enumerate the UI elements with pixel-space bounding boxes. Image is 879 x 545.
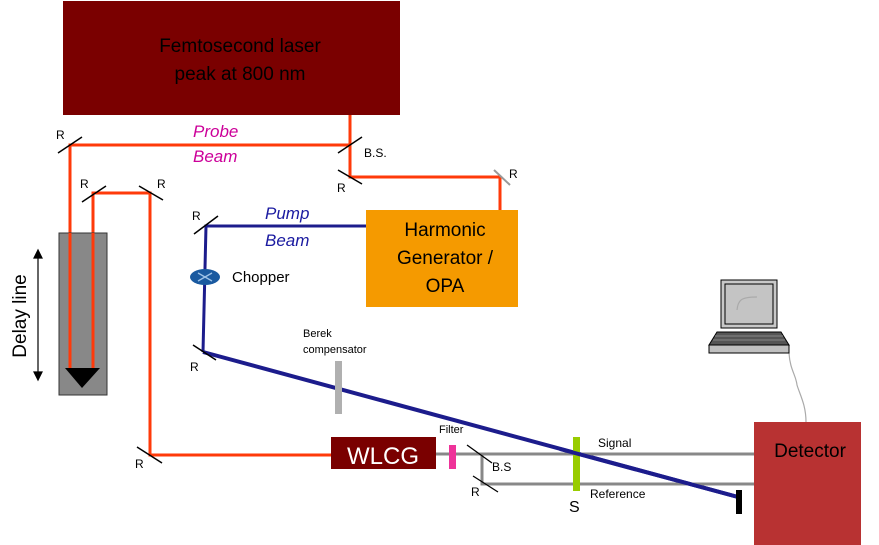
- white-light-probe-path: [436, 452, 755, 486]
- opa-label-line2: Generator /: [397, 248, 494, 269]
- pump-beam-label-line2: Beam: [265, 231, 309, 250]
- laser-label-line1: Femtosecond laser: [159, 36, 321, 57]
- beam-splitter-2: [466, 444, 493, 464]
- mirror-label: R: [135, 457, 144, 471]
- laser-label-line2: peak at 800 nm: [175, 64, 306, 85]
- mirror-label: R: [56, 128, 65, 142]
- mirror-label: R: [471, 485, 480, 499]
- mirror-label: R: [192, 209, 201, 223]
- chopper-label: Chopper: [232, 269, 290, 286]
- sample: [573, 437, 580, 491]
- mirror-opa: [493, 169, 511, 186]
- beam-splitter-1: [337, 136, 363, 154]
- pump-beam-label-line1: Pump: [265, 204, 309, 223]
- harmonic-generator-opa-box: [366, 210, 518, 307]
- filter-label: Filter: [439, 424, 464, 436]
- mirror-2: [337, 169, 363, 185]
- probe-beam-label-line2: Beam: [193, 147, 237, 166]
- wlcg-box: [331, 437, 436, 469]
- probe-beam-delay: [68, 233, 95, 370]
- mirror-5: [136, 446, 163, 464]
- signal-label: Signal: [598, 436, 631, 450]
- opa-label-line3: OPA: [426, 276, 465, 297]
- mirror-label: R: [80, 177, 89, 191]
- pump-beam-over-sample: [559, 447, 739, 499]
- laptop-computer-icon: [708, 279, 790, 354]
- berek-compensator: [335, 361, 342, 414]
- wlcg-label: WLCG: [347, 443, 419, 470]
- mirror-label: R: [509, 167, 518, 181]
- delay-line-label: Delay line: [10, 274, 31, 357]
- sample-label: S: [569, 499, 580, 516]
- berek-label-line1: Berek: [303, 328, 332, 340]
- retroreflector-icon: [65, 368, 100, 388]
- mirror-pump-2: [192, 344, 217, 361]
- mirror-6: [472, 475, 499, 493]
- chopper-icon: [190, 269, 220, 285]
- detector-box: [754, 422, 861, 545]
- beam-splitter-label: B.S.: [364, 146, 387, 160]
- filter: [449, 445, 456, 469]
- mirror-3: [81, 185, 107, 203]
- detector-label: Detector: [774, 441, 846, 462]
- mirror-1: [57, 136, 83, 154]
- mirror-4: [138, 185, 164, 201]
- beam-splitter-label: B.S: [492, 460, 511, 474]
- probe-beam-label-line1: Probe: [193, 122, 238, 141]
- mirror-label: R: [337, 181, 346, 195]
- femtosecond-laser-box: [63, 1, 400, 115]
- delay-arrow-icon: [33, 248, 43, 382]
- mirror-pump-1: [193, 215, 219, 235]
- reference-label: Reference: [590, 487, 646, 501]
- computer-cable: [788, 352, 807, 423]
- mirror-label: R: [157, 177, 166, 191]
- mirror-label: R: [190, 360, 199, 374]
- beam-dump: [736, 490, 742, 514]
- berek-label-line2: compensator: [303, 344, 367, 356]
- opa-label-line1: Harmonic: [404, 220, 485, 241]
